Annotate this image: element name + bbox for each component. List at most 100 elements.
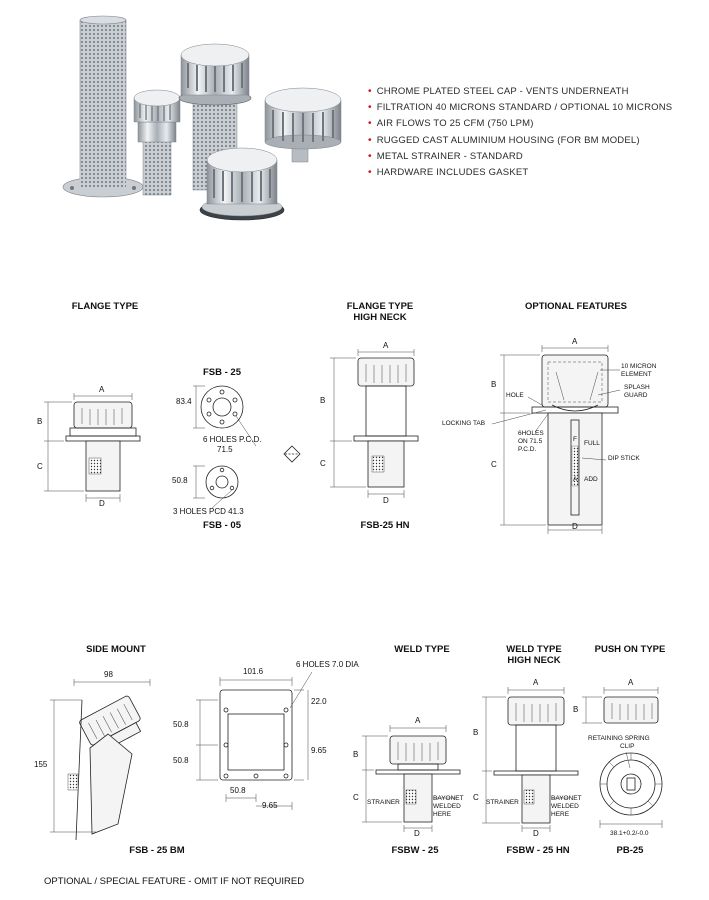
bayonet-label: BAYONET — [551, 795, 582, 802]
bullet-icon: • — [368, 150, 372, 162]
full-label: FULL — [584, 440, 600, 447]
side-mount-drawing — [50, 679, 151, 841]
push-on-breather — [264, 87, 342, 163]
plate-right-dim-2: 9.65 — [311, 746, 327, 755]
holes-label-3: P.C.D. — [518, 446, 537, 453]
fsb05-caption: FSB - 05 — [202, 520, 241, 531]
holes-label-2: ON 71.5 — [518, 438, 543, 445]
feature-list: •CHROME PLATED STEEL CAP - VENTS UNDERNE… — [368, 84, 672, 181]
push-on-drawing — [582, 687, 663, 828]
tall-mesh-strainer — [62, 15, 144, 198]
holes-label: 6HOLES — [518, 430, 544, 437]
pb25-caption: PB-25 — [616, 845, 644, 856]
dim-b: B — [320, 396, 326, 405]
dim-a: A — [572, 337, 578, 346]
feature-item: •CHROME PLATED STEEL CAP - VENTS UNDERNE… — [368, 86, 629, 97]
f-marker: F — [573, 436, 577, 443]
dim-b: B — [473, 728, 479, 737]
feature-item: •RUGGED CAST ALUMINIUM HOUSING (FOR BM M… — [368, 134, 640, 146]
side-mount-height: 155 — [34, 760, 48, 769]
dim-b: B — [573, 705, 579, 714]
dim-d: D — [383, 496, 389, 505]
push-on-dim: 38.1+0.2/-0.0 — [610, 830, 649, 837]
hole-label: HOLE — [506, 392, 524, 399]
fsb25-dim: 83.4 — [176, 397, 192, 406]
dip-stick-label: DIP STICK — [608, 455, 640, 462]
dim-c: C — [353, 793, 359, 802]
plate-left-dim-2: 50.8 — [173, 756, 189, 765]
plate-width: 101.6 — [243, 667, 264, 676]
strainer-label: STRAINER — [486, 799, 519, 806]
fsb05-holes: 3 HOLES PCD 41.3 — [173, 507, 244, 516]
side-plate-drawing — [196, 671, 313, 810]
bullet-icon: • — [368, 118, 372, 130]
element-label: 10 MICRON — [621, 363, 657, 370]
dim-a: A — [533, 678, 539, 687]
bayonet-label: BAYONET — [433, 795, 464, 802]
splash-label: SPLASH — [624, 384, 650, 391]
side-mount-title: SIDE MOUNT — [86, 644, 146, 655]
dim-d: D — [414, 829, 420, 838]
fsbw25-caption: FSBW - 25 — [391, 845, 439, 856]
dim-b: B — [37, 417, 43, 426]
side-mount-width: 98 — [104, 670, 113, 679]
weld-high-neck-title: WELD TYPE HIGH NECK — [506, 644, 562, 666]
clip-label: RETAINING SPRING — [588, 735, 650, 742]
flange-high-neck-drawing — [330, 349, 419, 498]
optional-features-title: OPTIONAL FEATURES — [524, 301, 628, 312]
high-neck-breather — [178, 43, 252, 191]
dim-b: B — [353, 750, 359, 759]
flange-breather — [199, 147, 285, 221]
push-on-title: PUSH ON TYPE — [594, 644, 666, 655]
flow-symbol — [283, 445, 301, 463]
plate-left-dim: 50.8 — [173, 720, 189, 729]
fsb25bm-caption: FSB - 25 BM — [129, 845, 185, 856]
feature-item: •METAL STRAINER - STANDARD — [368, 150, 523, 162]
optional-features-drawing — [491, 345, 621, 534]
weld-type-title: WELD TYPE — [394, 644, 450, 655]
product-photo — [62, 15, 342, 221]
dim-a: A — [415, 716, 421, 725]
plate-right-dim: 22.0 — [311, 697, 327, 706]
weld-high-neck-drawing — [482, 687, 579, 832]
dim-d: D — [572, 522, 578, 531]
locking-tab-label: LOCKING TAB — [442, 420, 486, 427]
flange-type-drawing — [44, 393, 141, 502]
fsb25-pcd: 71.5 — [217, 445, 233, 454]
fsb25hn-caption: FSB-25 HN — [360, 520, 410, 531]
flange-high-neck-title: FLANGE TYPE HIGH NECK — [346, 301, 414, 323]
dim-c: C — [473, 793, 479, 802]
dim-d: D — [99, 499, 105, 508]
bullet-icon: • — [368, 167, 372, 179]
dim-a: A — [99, 385, 105, 394]
dim-c: C — [37, 462, 43, 471]
dim-c: C — [491, 460, 497, 469]
plate-holes: 6 HOLES 7.0 DIA — [296, 660, 359, 669]
bayonet-label-3: HERE — [551, 811, 570, 818]
fsb05-plate-drawing — [193, 465, 239, 509]
dim-b: B — [491, 380, 497, 389]
bullet-icon: • — [368, 134, 372, 146]
fsb25-plate-drawing — [193, 385, 257, 447]
footer-note: OPTIONAL / SPECIAL FEATURE - OMIT IF NOT… — [44, 876, 305, 887]
feature-item: •HARDWARE INCLUDES GASKET — [368, 167, 529, 179]
clip-label-2: CLIP — [620, 743, 635, 750]
add-label: ADD — [584, 476, 598, 483]
dim-c: C — [320, 459, 326, 468]
strainer-label: STRAINER — [367, 799, 400, 806]
a-marker: A — [573, 476, 578, 483]
fsb25-title: FSB - 25 — [202, 367, 241, 378]
dim-a: A — [383, 341, 389, 350]
element-label-2: ELEMENT — [621, 371, 652, 378]
dim-a: A — [628, 678, 634, 687]
small-breather — [133, 89, 181, 196]
fsbw25hn-caption: FSBW - 25 HN — [506, 845, 570, 856]
bullet-icon: • — [368, 102, 372, 114]
bayonet-label-3: HERE — [433, 811, 452, 818]
fsb05-dim: 50.8 — [172, 476, 188, 485]
splash-label-2: GUARD — [624, 392, 648, 399]
plate-bottom-dim: 50.8 — [230, 786, 246, 795]
dim-d: D — [533, 829, 539, 838]
flange-type-title: FLANGE TYPE — [71, 301, 139, 312]
